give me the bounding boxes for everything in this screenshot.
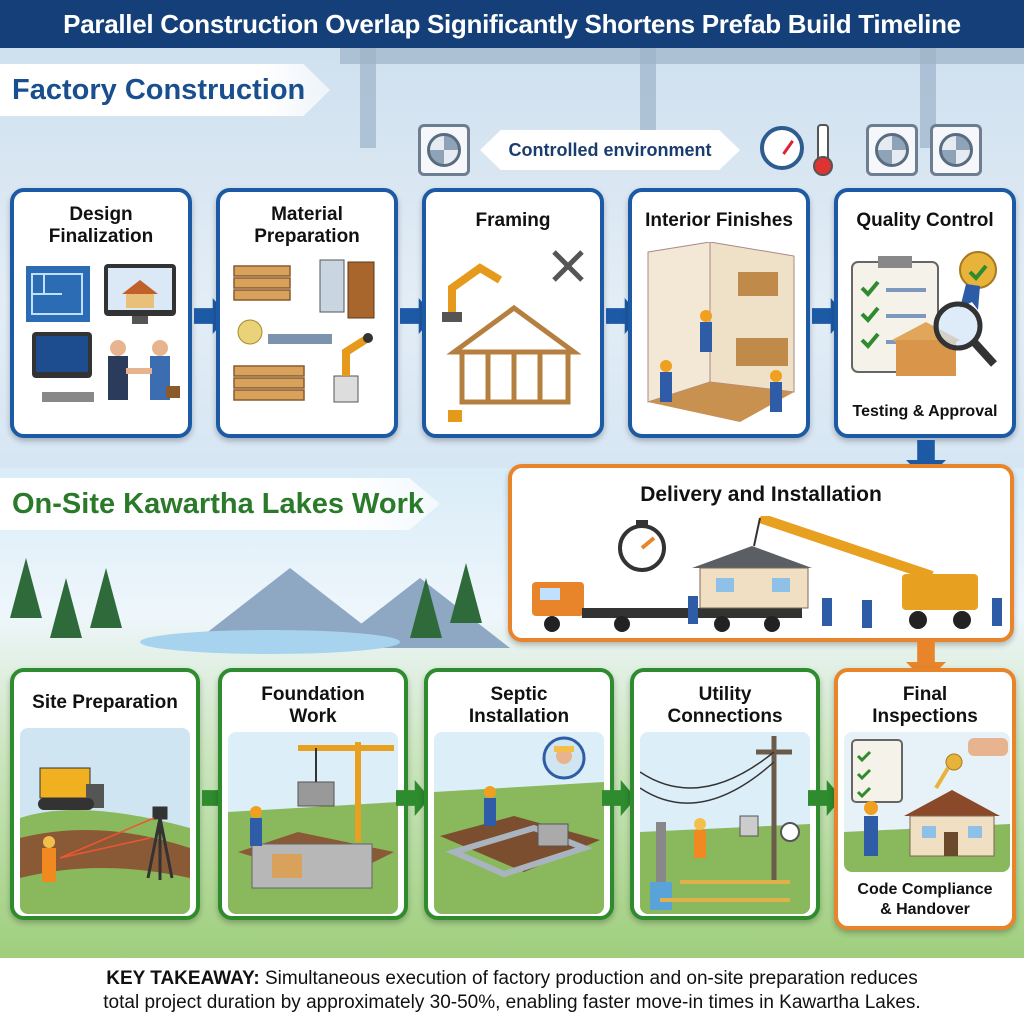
- step-title: Delivery and Installation: [640, 483, 882, 506]
- ceiling-column: [920, 48, 936, 148]
- bulldozer-icon: [38, 767, 104, 810]
- lake: [140, 630, 400, 654]
- section-label-factory: Factory Construction: [0, 64, 330, 116]
- ceiling-column: [360, 48, 376, 148]
- septic-illustration: [434, 732, 604, 914]
- section-label-onsite: On-Site Kawartha Lakes Work: [0, 478, 440, 530]
- pine-tree: [410, 578, 442, 638]
- step-interior-finishes: Interior Finishes: [628, 188, 810, 438]
- crane-icon: [298, 742, 394, 842]
- step-framing: Framing: [422, 188, 604, 438]
- pine-tree: [10, 558, 42, 618]
- interior-illustration: [647, 242, 795, 422]
- step-delivery-installation: Delivery and Installation: [508, 464, 1014, 642]
- takeaway-line-1: Simultaneous execution of factory produc…: [265, 968, 918, 989]
- ceiling-column: [640, 48, 656, 148]
- step-title: Foundation Work: [261, 684, 365, 727]
- step-foundation-work: Foundation Work: [218, 668, 408, 920]
- design-illustration: [26, 264, 180, 402]
- thermometer-icon: [812, 124, 833, 176]
- materials-illustration: [233, 259, 375, 403]
- house-icon: [904, 790, 1000, 857]
- delivery-illustration: [532, 516, 1002, 632]
- quality-illustration: [851, 251, 997, 376]
- house-frame-icon: [446, 304, 582, 405]
- step-quality-control: Quality Control Testing & Approval: [834, 188, 1016, 438]
- step-septic-installation: Septic Installation: [424, 668, 614, 920]
- award-ribbon-icon: [959, 251, 997, 310]
- pine-tree: [50, 578, 82, 638]
- step-title: Quality Control: [856, 210, 994, 231]
- tripod-icon: [146, 806, 174, 880]
- page-title: Parallel Construction Overlap Significan…: [0, 0, 1024, 48]
- step-material-preparation: Material Preparation: [216, 188, 398, 438]
- house-icon: [692, 546, 812, 609]
- ceiling-girder: [340, 48, 1024, 64]
- crane-icon: [753, 516, 978, 629]
- worker-avatar-icon: [542, 736, 586, 780]
- fan-icon: [930, 124, 982, 176]
- step-title: Interior Finishes: [645, 210, 793, 231]
- robot-arm-icon: [333, 333, 373, 403]
- pine-tree: [450, 563, 482, 623]
- step-title: Design Finalization: [48, 204, 154, 247]
- keys-icon: [934, 738, 1008, 790]
- gauge-icon: [760, 126, 804, 170]
- controlled-environment-banner: Controlled environment: [480, 130, 740, 170]
- stopwatch-icon: [618, 520, 666, 572]
- takeaway-line-2: total project duration by approximately …: [103, 992, 921, 1013]
- step-title: Septic Installation: [468, 684, 570, 727]
- robot-arm-icon: [442, 263, 503, 322]
- takeaway-label: KEY TAKEAWAY:: [106, 968, 260, 989]
- step-site-preparation: Site Preparation: [10, 668, 200, 920]
- foundation-illustration: [228, 732, 398, 914]
- step-subtitle: Testing & Approval: [852, 403, 998, 420]
- key-takeaway: KEY TAKEAWAY: Simultaneous execution of …: [0, 958, 1024, 1024]
- checklist-icon: [851, 739, 903, 803]
- step-title: Material Preparation: [254, 204, 360, 247]
- step-design-finalization: Design Finalization: [10, 188, 192, 438]
- step-title: Site Preparation: [32, 692, 178, 713]
- step-subtitle: Code Compliance & Handover: [857, 881, 993, 918]
- utility-illustration: [640, 732, 810, 914]
- magnifier-icon: [933, 301, 997, 367]
- framing-illustration: [442, 250, 584, 422]
- wrench-icon: [552, 250, 584, 282]
- step-utility-connections: Utility Connections: [630, 668, 820, 920]
- inspection-illustration: [844, 732, 1010, 872]
- site-prep-illustration: [20, 728, 190, 914]
- fan-icon: [866, 124, 918, 176]
- pine-tree: [90, 568, 122, 628]
- step-final-inspections: Final Inspections Code Compliance & Hand…: [834, 668, 1016, 930]
- handshake-icon: [108, 340, 180, 400]
- fan-icon: [418, 124, 470, 176]
- step-title: Framing: [475, 210, 551, 231]
- worker-icon: [660, 310, 782, 412]
- step-title: Utility Connections: [667, 684, 783, 727]
- step-title: Final Inspections: [872, 684, 978, 727]
